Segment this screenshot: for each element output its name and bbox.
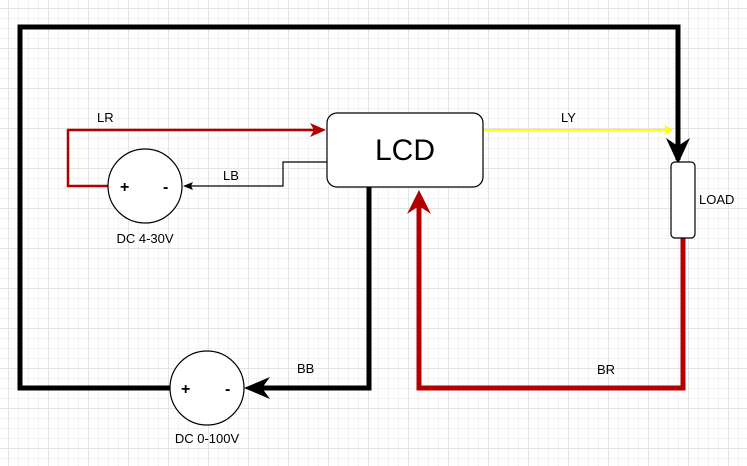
wire-lb-label: LB <box>223 168 239 183</box>
wire-bb <box>262 187 372 391</box>
load-label: LOAD <box>699 192 734 207</box>
dc-4-30v-minus: - <box>163 179 168 196</box>
arrow-lr <box>310 123 326 137</box>
wire-main-loop <box>17 24 681 391</box>
dc-0-100v-plus: + <box>181 381 190 398</box>
wire-lr <box>66 128 322 188</box>
arrow-ly <box>664 125 673 135</box>
wire-bb-label: BB <box>297 361 314 376</box>
lcd-block <box>326 112 484 188</box>
dc-4-30v-source <box>107 148 183 224</box>
dc-0-100v-minus: - <box>225 381 230 398</box>
arrow-lb <box>183 182 193 190</box>
dc-4-30v-plus: + <box>120 179 129 196</box>
wire-lb <box>188 161 327 187</box>
arrow-br <box>407 190 431 214</box>
arrow-bb <box>244 377 270 399</box>
wire-br-label: BR <box>597 362 615 377</box>
dc-0-100v-source <box>169 350 245 426</box>
wire-br <box>416 205 686 391</box>
load-block <box>670 161 696 239</box>
wire-lr-label: LR <box>97 110 114 125</box>
lcd-label: LCD <box>375 134 435 167</box>
arrow-into-load <box>666 138 690 164</box>
dc-4-30v-label: DC 4-30V <box>116 231 173 246</box>
dc-0-100v-label: DC 0-100V <box>175 431 240 446</box>
wire-ly-label: LY <box>561 110 576 125</box>
